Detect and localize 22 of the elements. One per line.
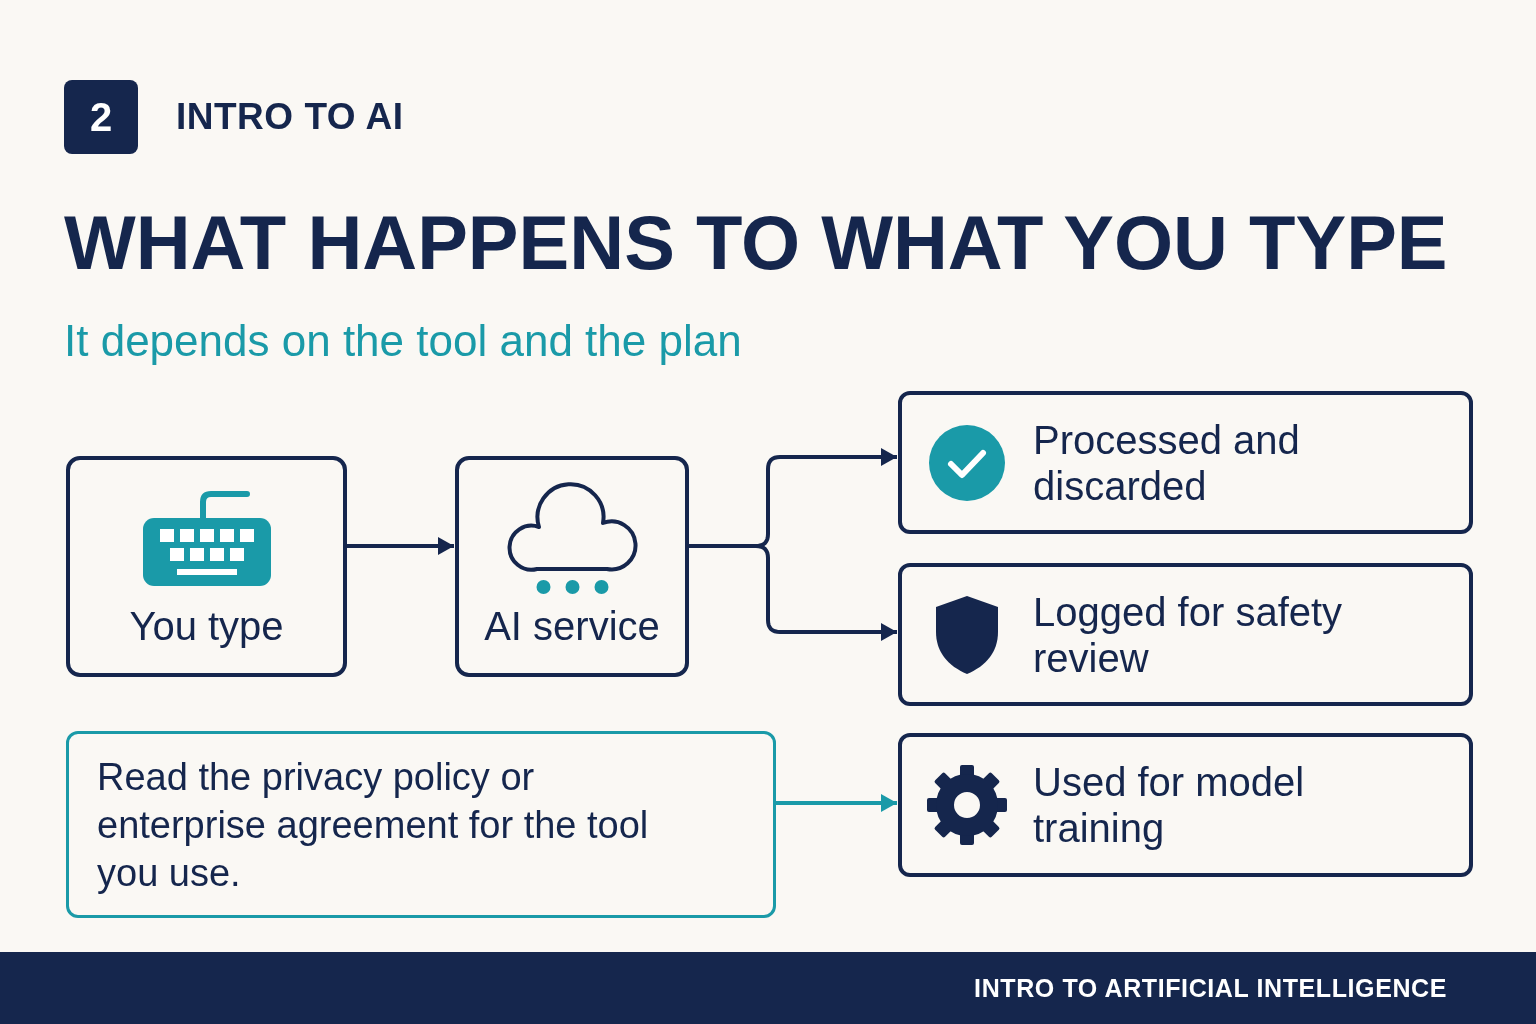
connector-arrow xyxy=(347,537,454,555)
step-label: You type xyxy=(129,603,284,650)
connector-arrow xyxy=(689,544,897,641)
section-heading: INTRO TO AI xyxy=(176,95,404,139)
step-label: AI service xyxy=(484,603,660,650)
outcome-card xyxy=(898,563,1473,706)
outcome-label: Used for model training xyxy=(1033,759,1306,851)
outcome-card xyxy=(898,733,1473,877)
note-text: Read the privacy policy or enterprise agreement for the tool you use. xyxy=(97,754,650,896)
note-card xyxy=(66,731,776,918)
outcome-label: Logged for safety review xyxy=(1033,588,1344,681)
connector-arrow xyxy=(776,794,897,812)
subtitle: It depends on the tool and the plan xyxy=(64,315,742,367)
input-step-card xyxy=(66,456,347,677)
outcome-label: Processed and discarded xyxy=(1033,416,1301,509)
section-number-badge xyxy=(64,80,138,154)
outcome-card xyxy=(898,391,1473,534)
footer-text: INTRO TO ARTIFICIAL INTELLIGENCE xyxy=(974,973,1447,1003)
service-step-card xyxy=(455,456,689,677)
section-number: 2 xyxy=(89,94,113,140)
page-title: WHAT HAPPENS TO WHAT YOU TYPE xyxy=(64,199,1448,287)
footer-band xyxy=(0,952,1536,1024)
